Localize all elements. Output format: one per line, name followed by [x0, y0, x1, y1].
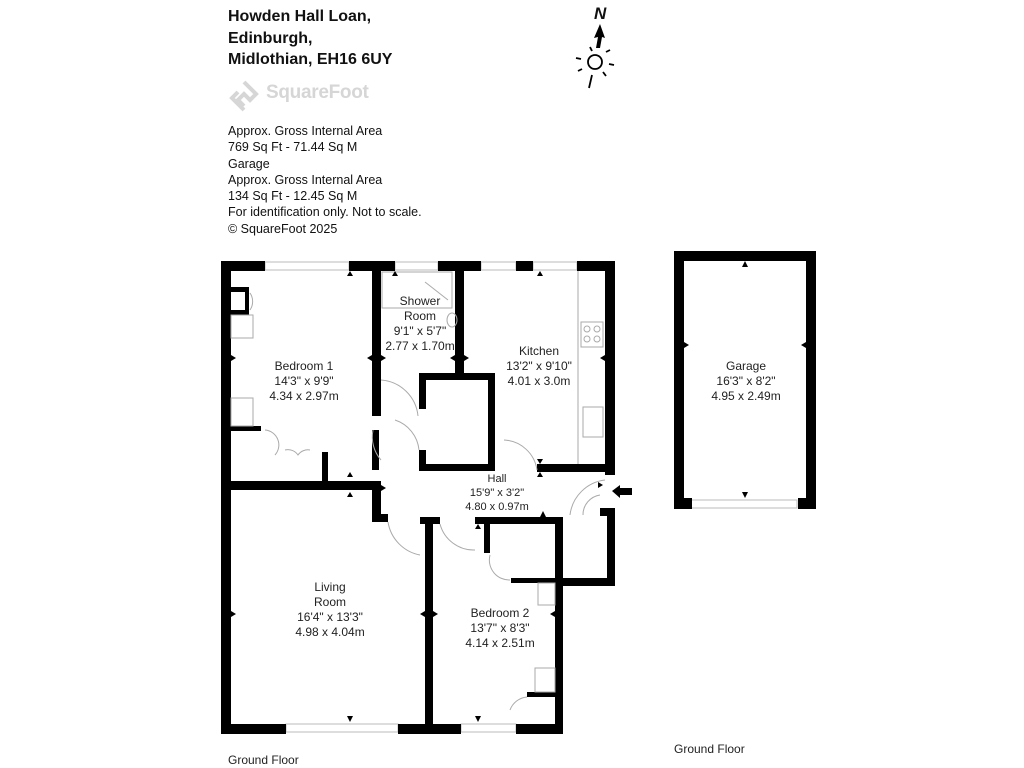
dimension-arrows [231, 261, 806, 722]
room-imperial: 16'3" x 8'2" [716, 374, 776, 388]
room-name: Bedroom 1 [274, 359, 334, 373]
room-imperial: 15'9" x 3'2" [469, 487, 525, 499]
area-line: Approx. Gross Internal Area [228, 172, 383, 187]
floor-label-main: Ground Floor [228, 753, 299, 767]
walls [221, 251, 816, 734]
room-garage: Garage 16'3" x 8'2" 4.95 x 2.49m [711, 359, 780, 404]
room-imperial: 13'2" x 9'10" [506, 359, 572, 373]
room-metric: 2.77 x 1.70m [385, 339, 455, 353]
room-metric: 4.01 x 3.0m [507, 374, 571, 388]
area-line: For identification only. Not to scale. [228, 205, 422, 220]
room-metric: 4.34 x 2.97m [269, 389, 339, 403]
room-name-line: Room [313, 595, 346, 609]
squarefoot-logo: SquareFoot [228, 80, 378, 112]
fixtures [230, 271, 606, 711]
area-line: 134 Sq Ft - 12.45 Sq M [228, 189, 358, 204]
room-living-room: Living Room 16'4" x 13'3" 4.98 x 4.04m [295, 580, 364, 640]
room-imperial: 13'7" x 8'3" [470, 621, 530, 635]
address-line-2: Edinburgh, [228, 29, 313, 47]
room-metric: 4.95 x 2.49m [711, 389, 781, 403]
room-bedroom-1: Bedroom 1 14'3" x 9'9" 4.34 x 2.97m [269, 359, 338, 404]
room-metric: 4.14 x 2.51m [465, 636, 535, 650]
room-imperial: 16'4" x 13'3" [297, 610, 363, 624]
area-line: Garage [228, 156, 270, 171]
entrance-arrow-icon [612, 485, 632, 498]
room-name: Hall [487, 473, 507, 485]
room-metric: 4.98 x 4.04m [295, 625, 365, 639]
room-imperial: 9'1" x 5'7" [393, 324, 447, 338]
room-metric: 4.80 x 0.97m [465, 501, 529, 513]
area-line: Approx. Gross Internal Area [228, 124, 383, 138]
address-line-3: Midlothian, EH16 6UY [228, 51, 393, 68]
room-name-line: Shower [399, 294, 441, 308]
room-name-line: Room [403, 309, 436, 323]
property-address: Howden Hall Loan, Edinburgh, Midlothian,… [228, 6, 392, 71]
floor-label-garage: Ground Floor [674, 742, 745, 756]
area-line: 769 Sq Ft - 71.44 Sq M [228, 140, 358, 155]
compass-arrow-icon [575, 24, 615, 89]
room-name: Bedroom 2 [470, 606, 530, 620]
windows [264, 261, 798, 733]
room-name: Kitchen [518, 344, 560, 358]
address-line-1: Howden Hall Loan, [228, 8, 372, 25]
logo-text: SquareFoot [266, 82, 369, 103]
room-name-line: Living [314, 580, 346, 594]
squarefoot-logo-icon [229, 80, 259, 112]
room-kitchen: Kitchen 13'2" x 9'10" 4.01 x 3.0m [506, 344, 572, 389]
room-imperial: 14'3" x 9'9" [274, 374, 334, 388]
area-line: © SquareFoot 2025 [228, 221, 338, 236]
room-bedroom-2: Bedroom 2 13'7" x 8'3" 4.14 x 2.51m [465, 606, 534, 651]
area-info: Approx. Gross Internal Area 769 Sq Ft - … [228, 123, 422, 237]
compass-north-label: N [594, 4, 607, 23]
room-name: Garage [725, 359, 767, 373]
compass: N [570, 0, 630, 95]
room-hall: Hall 15'9" x 3'2" 4.80 x 0.97m [465, 472, 529, 514]
room-shower-room: Shower Room 9'1" x 5'7" 2.77 x 1.70m [385, 294, 454, 354]
